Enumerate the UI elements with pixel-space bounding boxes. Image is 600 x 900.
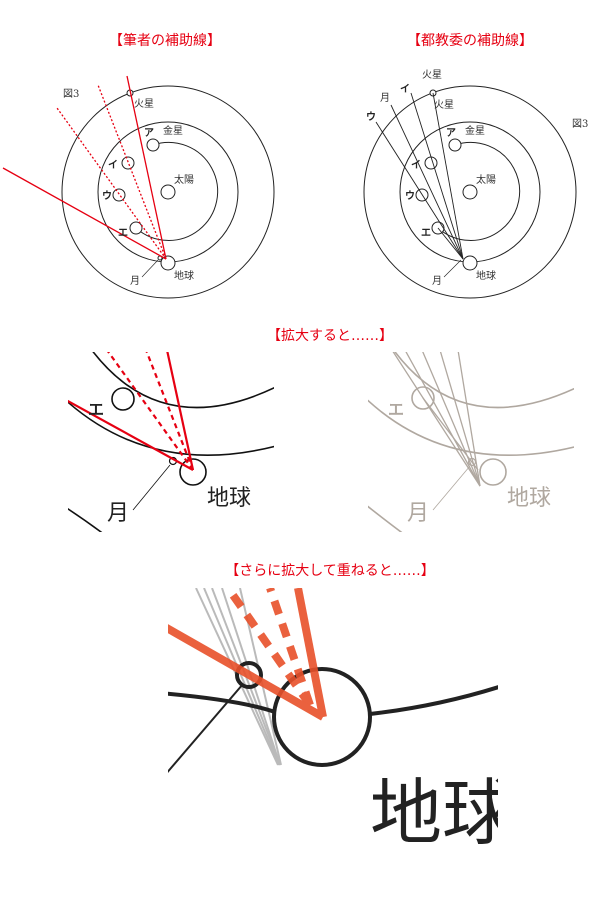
- figure-label: 図3: [63, 88, 79, 100]
- label-e: エ: [421, 228, 431, 239]
- venus-label: 金星: [465, 124, 485, 137]
- label-u: ウ: [405, 190, 415, 202]
- venus-orbit: [135, 141, 219, 241]
- title-board-lines: 【都教委の補助線】: [407, 33, 533, 49]
- author-lines-overlay: [168, 588, 327, 721]
- sun-label: 太陽: [174, 173, 194, 186]
- zoom-moon-label-faded: 月: [407, 501, 429, 526]
- title-author-lines: 【筆者の補助線】: [109, 33, 221, 49]
- zoom-earth-label-faded: 地球: [507, 486, 551, 511]
- label-a: ア: [446, 127, 456, 139]
- title-overlay: 【さらに拡大して重ねると……】: [225, 563, 435, 579]
- venus-label: 金星: [163, 124, 183, 137]
- sun-label: 太陽: [476, 173, 496, 186]
- label-e: エ: [118, 228, 128, 239]
- author-diagram: [2, 75, 275, 299]
- direction-label-u: ウ: [366, 111, 376, 123]
- moon-label: 月: [130, 275, 140, 287]
- label-u: ウ: [102, 190, 112, 202]
- zoom-label-e: エ: [88, 400, 104, 419]
- overlay-earth-label: 地球: [370, 771, 514, 855]
- earth-label: 地球: [476, 269, 496, 282]
- board-zoom-panel: [368, 352, 574, 532]
- overlay-panel: 地球: [168, 588, 514, 855]
- venus-i: [121, 156, 135, 170]
- mars-orbit: [61, 85, 275, 299]
- author-sight-lines: [2, 75, 167, 260]
- label-i: イ: [108, 159, 118, 171]
- sun: [160, 184, 176, 200]
- board-sight-lines: [375, 92, 464, 260]
- zoom-earth-label: 地球: [207, 486, 251, 511]
- earth: [160, 255, 176, 271]
- mars-label: 火星: [434, 99, 454, 111]
- zoom-moon-label: 月: [107, 501, 129, 526]
- earth-label: 地球: [174, 269, 194, 282]
- mars-label: 火星: [134, 98, 154, 110]
- venus-a: [146, 138, 160, 152]
- moon-label: 月: [432, 275, 442, 287]
- venus-u: [112, 188, 126, 202]
- board-diagram: [363, 85, 577, 299]
- label-i: イ: [411, 159, 421, 171]
- direction-label-i: イ: [400, 83, 410, 95]
- mars-label-top: 火星: [422, 69, 442, 81]
- label-a: ア: [144, 127, 154, 139]
- zoom-label-e-faded: エ: [388, 400, 404, 419]
- title-zoom: 【拡大すると……】: [267, 328, 393, 344]
- author-zoom-panel: [68, 352, 274, 532]
- figure-label: 図3: [572, 118, 588, 130]
- moon-direction-label: 月: [380, 92, 390, 104]
- venus-e: [129, 221, 143, 235]
